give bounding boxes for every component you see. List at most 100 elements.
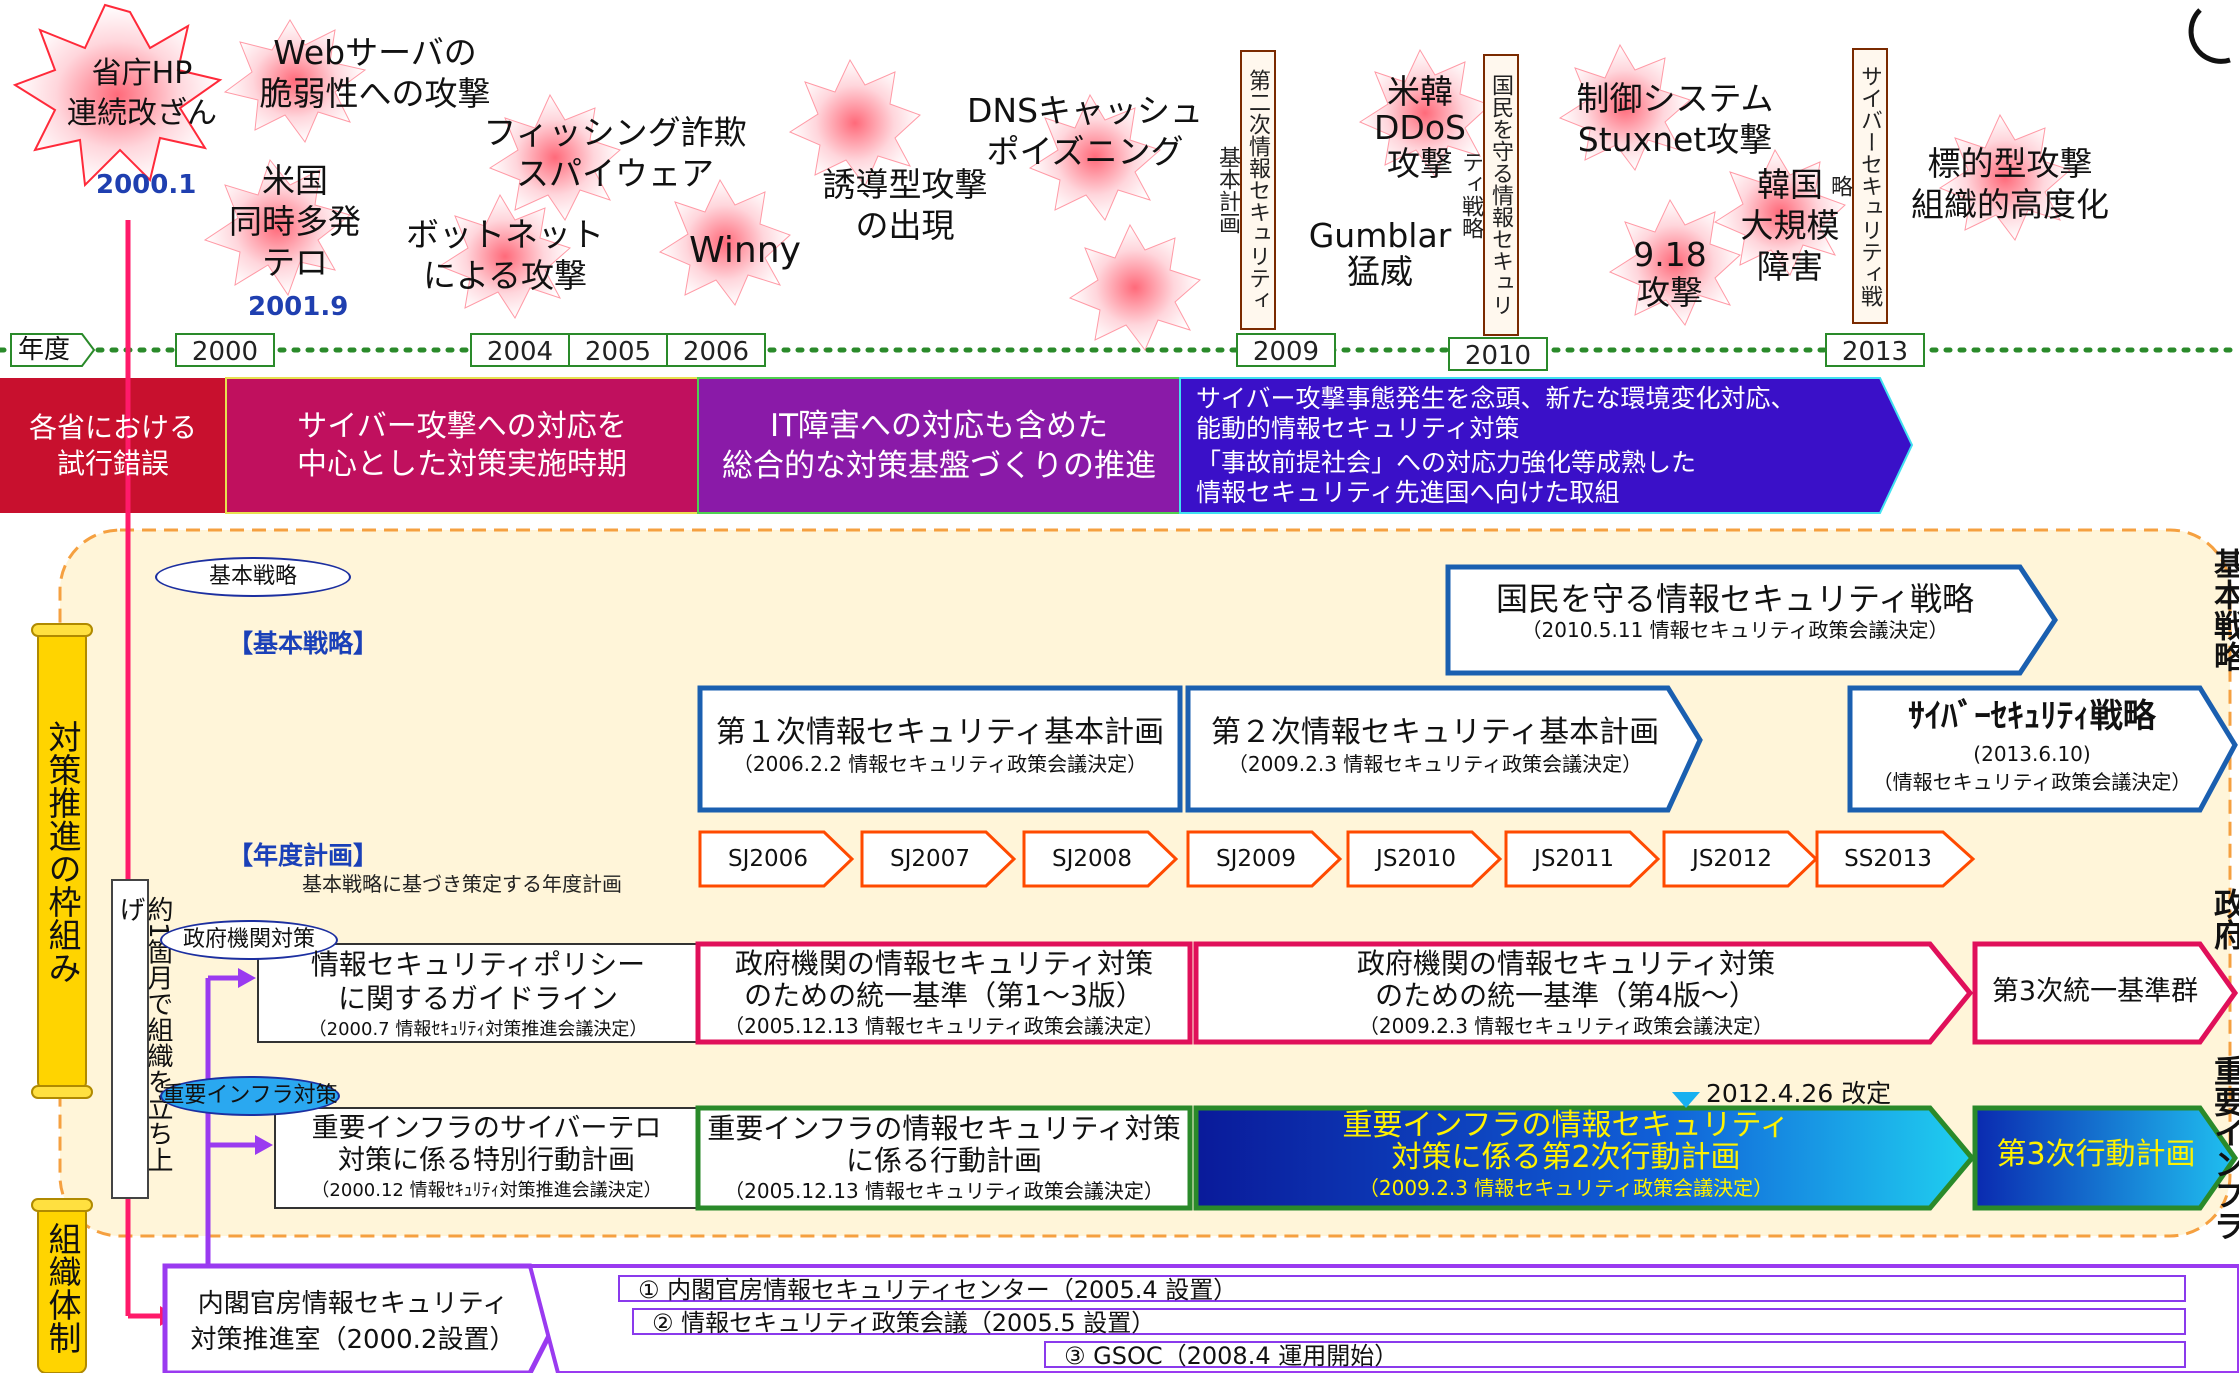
event-line: 攻撃 [1637, 273, 1703, 312]
right-label-infra: 重要インフラ [2208, 1055, 2239, 1241]
phase-3-bg [697, 377, 1181, 514]
event-date-2000: 2000.1 [96, 170, 197, 200]
event-line: テロ [262, 243, 328, 282]
event-line: 9.18 [1633, 235, 1707, 274]
event-line: DDoS [1374, 108, 1466, 147]
org-side-label: 組織体制 [43, 1222, 82, 1354]
box-title: 第２次情報セキュリティ基本計画 [1210, 715, 1660, 750]
annual-plan-js2011: JS2011 [1504, 830, 1662, 888]
burst-10 [1358, 48, 1491, 178]
event-line: ボットネット [406, 215, 604, 254]
box-sub: （2000.12 情報ｾｷｭﾘﾃｨ対策推進会議決定） [311, 1180, 662, 1201]
event-date-2001: 2001.9 [248, 292, 349, 322]
infra-third-action-plan: 第3次行動計画 [1978, 1138, 2214, 1172]
infra-second-action-plan: 重要インフラの情報セキュリティ 対策に係る第2次行動計画 （2009.2.3 情… [1196, 1110, 1936, 1202]
box-sub: （2010.5.11 情報セキュリティ政策会議決定） [1521, 618, 1949, 642]
burst-4 [488, 93, 621, 221]
event-line: 組織的高度化 [1911, 185, 2109, 224]
box-line: に関するガイドライン [337, 982, 618, 1015]
banner-2010: 国民を守る情報セキュリティ戦略 [1458, 54, 1519, 336]
annual-plan-label: JS2012 [1692, 846, 1772, 872]
year-2010: 2010 [1448, 337, 1548, 371]
burst-1 [12, 3, 223, 188]
year-2013: 2013 [1825, 333, 1925, 367]
phase-2-bg [225, 377, 699, 514]
org-gsoc: ③ GSOC（2008.4 運用開始） [1044, 1341, 2186, 1370]
year-2000: 2000 [175, 333, 275, 367]
burst-7 [788, 58, 921, 188]
event-line: 韓国 [1757, 165, 1823, 204]
event-us-terror: 米国 同時多発 テロ [220, 160, 370, 283]
org-policy-council: ② 情報セキュリティ政策会議（2005.5 設置） [632, 1308, 2186, 1337]
annual-plan-sj2006: SJ2006 [698, 830, 856, 888]
annual-plan-label: SS2013 [1844, 846, 1932, 872]
phase-trial-and-error: 各省における 試行錯誤 [0, 378, 226, 513]
box-line: 重要インフラの情報セキュリティ [1342, 1108, 1790, 1143]
box-line: 対策に係る第2次行動計画 [1391, 1140, 1741, 1175]
event-web-server-attack: Webサーバの 脆弱性への攻撃 [245, 32, 505, 114]
event-winny: Winny [670, 230, 820, 271]
event-line: Stuxnet攻撃 [1577, 120, 1773, 159]
banner-2009: 第二次情報セキュリティ基本計画 [1215, 50, 1276, 330]
strategy-second-basic-plan: 第２次情報セキュリティ基本計画 （2009.2.3 情報セキュリティ政策会議決定… [1190, 716, 1680, 778]
box-title: 国民を守る情報セキュリティ戦略 [1495, 580, 1975, 618]
phase-line: サイバー攻撃事態発生を念頭、新たな環境変化対応、 [1196, 383, 1796, 413]
burst-14 [1938, 113, 2071, 241]
phase-line: 試行錯誤 [56, 446, 169, 480]
heading-annual-plan: 【年度計画】 [228, 841, 379, 870]
gov-third-standard: 第3次統一基準群 [1980, 975, 2210, 1009]
event-line: 標的型攻撃 [1927, 144, 2093, 183]
box-line: のための統一基準（第1～3版） [744, 979, 1144, 1012]
strategy-box-1-shape [1445, 564, 2058, 676]
timeline-label-text: 年度 [18, 335, 71, 365]
phase-4-bg [1179, 377, 1914, 514]
box-line: 第3次行動計画 [1996, 1137, 2196, 1172]
event-line: Webサーバの [273, 33, 477, 72]
box-line: 重要インフラのサイバーテロ [311, 1113, 662, 1144]
event-line: 障害 [1757, 247, 1823, 286]
event-korea-outage: 韓国 大規模 障害 [1740, 164, 1840, 287]
box-sub: （2005.12.13 情報セキュリティ政策会議決定） [724, 1014, 1164, 1038]
event-line: 米国 [262, 161, 328, 200]
burst-9 [1068, 223, 1201, 351]
phase-advanced-nation: サイバー攻撃事態発生を念頭、新たな環境変化対応、 能動的情報セキュリティ対策 「… [1196, 380, 1896, 511]
event-line: による攻撃 [422, 256, 587, 295]
gov-unified-standard-1-3: 政府機関の情報セキュリティ対策 のための統一基準（第1～3版） （2005.12… [698, 948, 1190, 1040]
oval-gov-measures: 政府機関対策 [160, 920, 338, 960]
box-sub: （2009.2.3 情報セキュリティ政策会議決定） [1358, 1014, 1774, 1038]
oval-infra-measures: 重要インフラ対策 [160, 1076, 340, 1116]
infra-special-action-plan: 重要インフラのサイバーテロ 対策に係る特別行動計画 （2000.12 情報ｾｷｭ… [275, 1113, 698, 1205]
box-title: ｻｲﾊﾞｰｾｷｭﾘﾃｨ戦略 [1908, 696, 2156, 735]
org-office: 内閣官房情報セキュリティ 対策推進室（2000.2設置） [168, 1286, 538, 1358]
burst-12 [1608, 198, 1741, 326]
strategy-box-3-shape [1185, 685, 1703, 813]
strategy-box-2-shape [697, 685, 1183, 813]
event-stuxnet: 制御システム Stuxnet攻撃 [1560, 78, 1790, 160]
event-line: 省庁HP [91, 56, 193, 91]
gov-policy-guideline: 情報セキュリティポリシー に関するガイドライン （2000.7 情報ｾｷｭﾘﾃｨ… [258, 948, 698, 1044]
framework-side-label: 対策推進の枠組み [43, 720, 82, 984]
annual-plan-js2012: JS2012 [1662, 830, 1820, 888]
event-line: DNSキャッシュ [966, 91, 1204, 130]
annual-plan-label: SJ2007 [890, 846, 970, 872]
strategy-first-basic-plan: 第１次情報セキュリティ基本計画 （2006.2.2 情報セキュリティ政策会議決定… [700, 716, 1180, 778]
annual-plan-sj2007: SJ2007 [860, 830, 1018, 888]
phase-line: 中心とした対策実施時期 [297, 446, 627, 482]
event-line: 脆弱性への攻撃 [259, 74, 491, 113]
box-line: 政府機関の情報セキュリティ対策 [1356, 947, 1776, 980]
strategy-cyber-security-strategy: ｻｲﾊﾞｰｾｷｭﾘﾃｨ戦略 (2013.6.10) （情報セキュリティ政策会議決… [1852, 692, 2212, 796]
right-label-gov: 政府 [2208, 888, 2239, 950]
annual-plan-label: SJ2009 [1216, 846, 1296, 872]
event-guided-attack: 誘導型攻撃 の出現 [805, 164, 1005, 246]
burst-6 [658, 178, 791, 306]
box-sub: （2005.12.13 情報セキュリティ政策会議決定） [724, 1179, 1164, 1203]
event-gov-hp-defacement: 省庁HP 連続改ざん [52, 54, 232, 134]
phase-line: 能動的情報セキュリティ対策 [1196, 413, 1520, 443]
heading-basic-strategy: 【基本戦略】 [228, 629, 379, 658]
year-2006: 2006 [666, 333, 766, 367]
event-918-attack: 9.18 攻撃 [1620, 236, 1720, 312]
phase-cyber-attack-response: サイバー攻撃への対応を 中心とした対策実施時期 [226, 378, 698, 513]
infra-action-plan: 重要インフラの情報セキュリティ対策 に係る行動計画 （2005.12.13 情報… [698, 1113, 1190, 1205]
event-us-korea-ddos: 米韓 DDoS 攻撃 [1360, 74, 1480, 182]
phase-line: 情報セキュリティ先進国へ向けた取組 [1196, 477, 1620, 507]
